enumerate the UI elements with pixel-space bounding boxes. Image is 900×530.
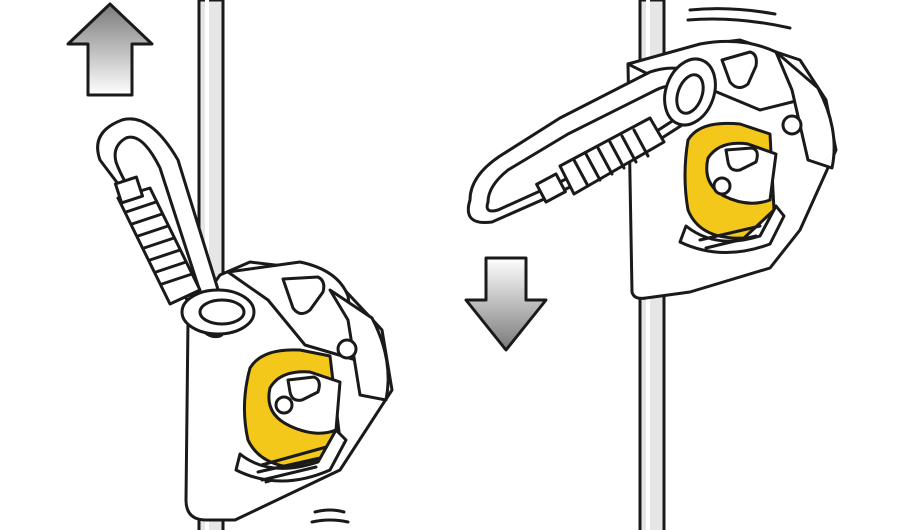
- carabiner-gate-left: [113, 175, 202, 306]
- right-panel: [464, 0, 838, 530]
- arrow-down-icon: [464, 256, 548, 352]
- left-panel: [66, 0, 394, 530]
- rope-grab-device-right: [626, 38, 838, 300]
- carabiner-gate-right: [535, 116, 666, 204]
- carabiner-left: [96, 117, 256, 339]
- arrow-up-icon: [66, 2, 154, 97]
- carabiner-right: [466, 57, 717, 225]
